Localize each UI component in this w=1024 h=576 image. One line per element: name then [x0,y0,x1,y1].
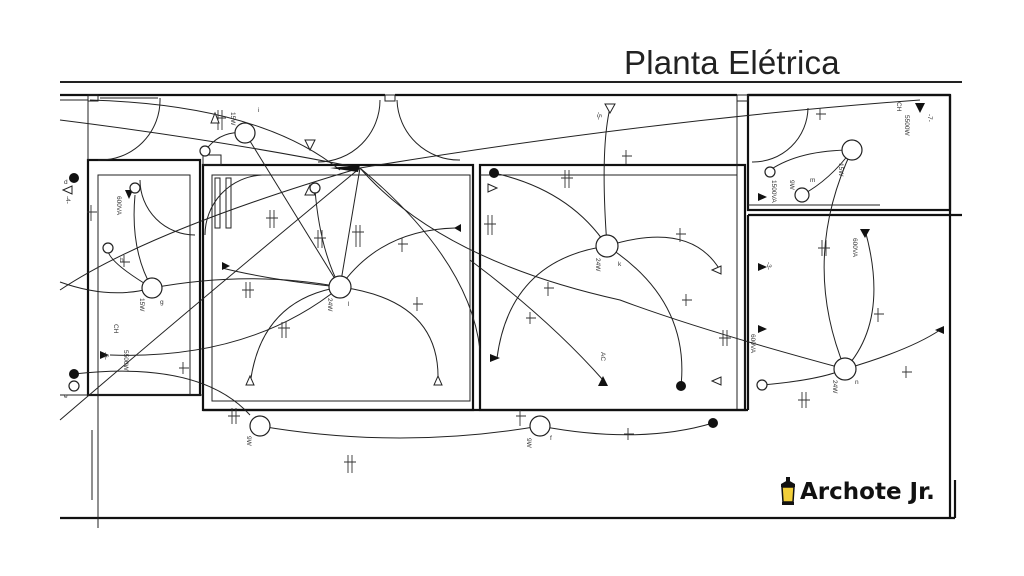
circuit-label: -5- [595,112,602,120]
walls [60,93,962,528]
power-label: 24W [326,298,333,312]
fixture-id: f [550,435,552,442]
light-fixture [841,139,863,161]
fixture-id: d [64,179,68,186]
light-fixture [529,415,551,437]
circuit-wires [59,99,941,439]
circuit-label: -7- [926,114,933,122]
fixture-id: n [855,379,859,386]
power-label: 600VA [749,334,756,354]
power-label: 5500W [122,350,129,371]
circuit-label: -4- [64,196,71,204]
power-label: 600VA [115,196,122,216]
power-label: 15W [229,112,236,126]
power-label: 24W [594,258,601,272]
power-label: 9W [245,436,252,447]
fixture-id: k [618,261,622,268]
light-fixture [141,277,163,299]
fixture-id: e [64,393,68,400]
light-fixture [595,234,619,258]
fixture-id: l [348,301,350,308]
power-label: 9W [525,438,532,449]
power-label: 9W [788,180,795,191]
fixture-id: h [120,257,124,264]
circuit-label: -6- [102,352,109,360]
fixture-id: i [258,107,259,114]
fixture-id: m [810,177,815,184]
light-fixtures [68,122,863,437]
power-label: 24W [831,380,838,394]
fixture-labels: 15W 24W 15W 600VA CH 5500W 24W AC 9W 9W … [64,102,933,449]
light-fixture [234,122,256,144]
power-label: 600VA [851,238,858,258]
lantern-icon [781,477,795,505]
light-fixture [249,415,271,437]
brand-name: Archote Jr. [800,479,935,505]
light-fixture [328,275,352,299]
light-fixture [833,357,857,381]
device-label: CH [112,324,119,334]
device-label: AC [599,352,606,361]
switch-points [69,168,718,428]
outlets [61,103,944,386]
fixture-id: g [160,299,164,306]
power-label: 5500W [903,115,910,136]
device-label: CH [895,102,902,112]
page-title: Planta Elétrica [624,44,840,81]
door-swings [97,97,809,236]
circuit-label: -3- [765,262,772,270]
power-label: 1500VA [770,180,777,203]
wire-ticks [87,108,912,473]
power-label: 15W [138,298,145,312]
brand-logo: Archote Jr. [778,477,935,507]
power-label: 15W [837,163,844,177]
